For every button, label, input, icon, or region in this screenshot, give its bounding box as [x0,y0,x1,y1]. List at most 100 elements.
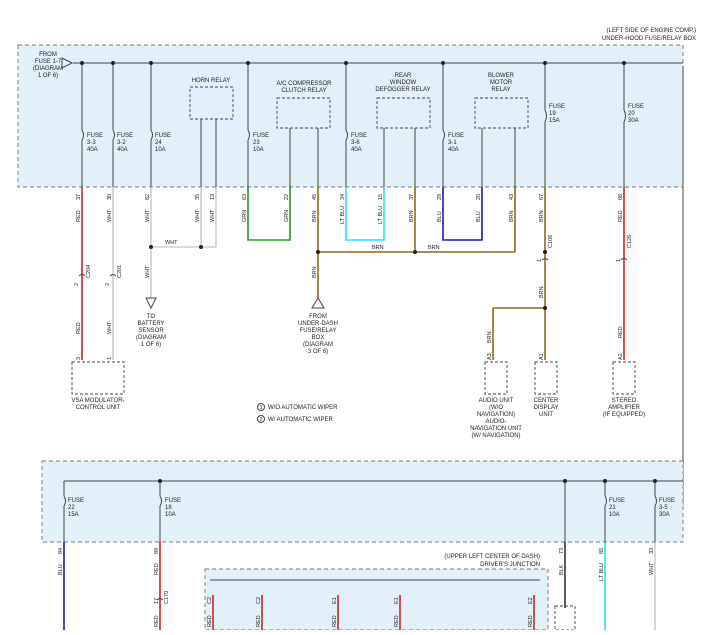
horn-relay [189,86,234,120]
brn-label: BRN [539,286,545,298]
svg-text:34: 34 [340,194,346,200]
svg-text:FUSE: FUSE [351,133,367,139]
svg-text:E1: E1 [394,597,400,604]
svg-text:NAVIGATION): NAVIGATION) [477,412,515,418]
svg-text:FUSE: FUSE [68,498,84,504]
svg-text:RED: RED [332,615,338,627]
red-label: RED [618,326,624,338]
vsa-pin: 1 [107,357,113,360]
svg-text:(DIAGRAM: (DIAGRAM [303,342,333,348]
svg-text:LT BLU: LT BLU [340,206,346,224]
brn-label: BRN [312,266,318,278]
red-label: RED [76,322,82,334]
svg-text:15A: 15A [549,118,560,124]
svg-text:STEREO: STEREO [612,398,637,404]
bus-drops [81,63,625,187]
svg-text:37: 37 [409,194,415,200]
rear-relay-label: DEFOGGER RELAY [375,87,430,93]
junction-wires [212,595,535,630]
wht-label: WHT [145,265,151,278]
svg-text:E2: E2 [528,597,534,604]
note-2-icon [257,415,265,423]
c170-label: C170 [164,591,170,604]
svg-text:33: 33 [649,548,655,554]
svg-text:3-1: 3-1 [448,140,457,146]
svg-text:10A: 10A [253,147,264,153]
center-display-unit [534,361,558,395]
wht-label: WHT [107,321,113,334]
svg-text:UNDER-DASH: UNDER-DASH [298,321,338,327]
svg-text:GRN: GRN [284,210,290,222]
svg-text:BOX: BOX [312,335,325,341]
junction-title: DRIVER'S JUNCTION [480,562,540,568]
svg-text:22: 22 [68,505,75,511]
svg-text:AUDIO-: AUDIO- [486,419,507,425]
svg-text:FUSE: FUSE [549,104,565,110]
svg-text:(W/ NAVIGATION): (W/ NAVIGATION) [471,433,520,439]
audio-unit [484,361,508,395]
rear-relay-leads [383,128,416,187]
svg-text:37: 37 [76,194,82,200]
svg-text:FUSE: FUSE [165,498,181,504]
svg-text:3 OF 6): 3 OF 6) [308,349,328,355]
svg-text:13: 13 [210,194,216,200]
audio-unit-label: AUDIO UNIT (W/O NAVIGATION) AUDIO- NAVIG… [470,398,522,439]
svg-text:TO: TO [147,314,156,320]
wire-ltblu-rear [345,187,385,241]
svg-text:(IF EQUIPPED): (IF EQUIPPED) [603,412,645,418]
from-fuse-label: FUSE 1-7 [35,59,62,65]
from-fuse-label: FROM [39,52,57,58]
from-fuse-label: (DIAGRAM [33,66,63,72]
svg-text:C2: C2 [207,597,213,604]
svg-text:84: 84 [58,548,64,554]
svg-text:SENSOR: SENSOR [138,328,164,334]
center-display-label: CENTER DISPLAY UNIT [534,398,559,418]
svg-text:FUSE: FUSE [609,498,625,504]
svg-text:WHT: WHT [107,209,113,222]
svg-text:29: 29 [437,194,443,200]
rear-defogger-relay [376,97,431,129]
svg-text:RED: RED [207,615,213,627]
svg-text:22: 22 [284,194,290,200]
svg-text:FUSE: FUSE [659,498,675,504]
ac-relay-label: A/C COMPRESSOR [276,81,332,87]
fuse-box-location: (LEFT SIDE OF ENGINE COMP.) [607,28,696,34]
note-text: W/O AUTOMATIC WIPER [268,405,338,411]
svg-text:89: 89 [154,548,160,554]
svg-text:WHT: WHT [145,209,151,222]
blower-relay-leads [481,128,516,187]
brn-bus-label: BRN [372,245,384,251]
svg-text:CENTER: CENTER [534,398,559,404]
svg-text:LT BLU: LT BLU [599,563,605,581]
svg-text:BLU: BLU [437,211,443,222]
svg-text:43: 43 [509,194,515,200]
svg-text:RED: RED [618,210,624,222]
svg-text:10A: 10A [165,512,176,518]
vsa-modulator-control-unit [71,361,125,395]
svg-text:66: 66 [618,194,624,200]
svg-text:FROM: FROM [309,314,327,320]
from-fuse-arrow [61,57,74,69]
svg-text:15: 15 [378,194,384,200]
connector-labels: C204 C201 C106 C126 2 2 1 1 [74,235,633,286]
note-1-icon [257,403,265,411]
lower-fuse-icons [63,495,657,507]
ac-relay-leads [247,128,319,187]
blower-relay-label: BLOWER [488,73,515,79]
svg-text:23: 23 [253,140,260,146]
horn-relay-label: HORN RELAY [192,78,231,84]
c170-pin: 17 [154,598,160,604]
svg-text:85: 85 [599,548,605,554]
svg-text:2: 2 [105,283,111,286]
svg-text:40A: 40A [448,147,459,153]
stereo-pin: A2 [618,353,624,360]
svg-text:BLU: BLU [58,564,64,575]
svg-text:45: 45 [312,194,318,200]
vsa-label: VSA MODULATOR- [71,398,124,404]
svg-text:RED: RED [256,615,262,627]
svg-text:63: 63 [242,194,248,200]
svg-text:FUSE/RELAY: FUSE/RELAY [300,328,337,334]
svg-text:20: 20 [476,194,482,200]
lower-fuse-box [41,460,684,543]
svg-text:BLU: BLU [476,211,482,222]
